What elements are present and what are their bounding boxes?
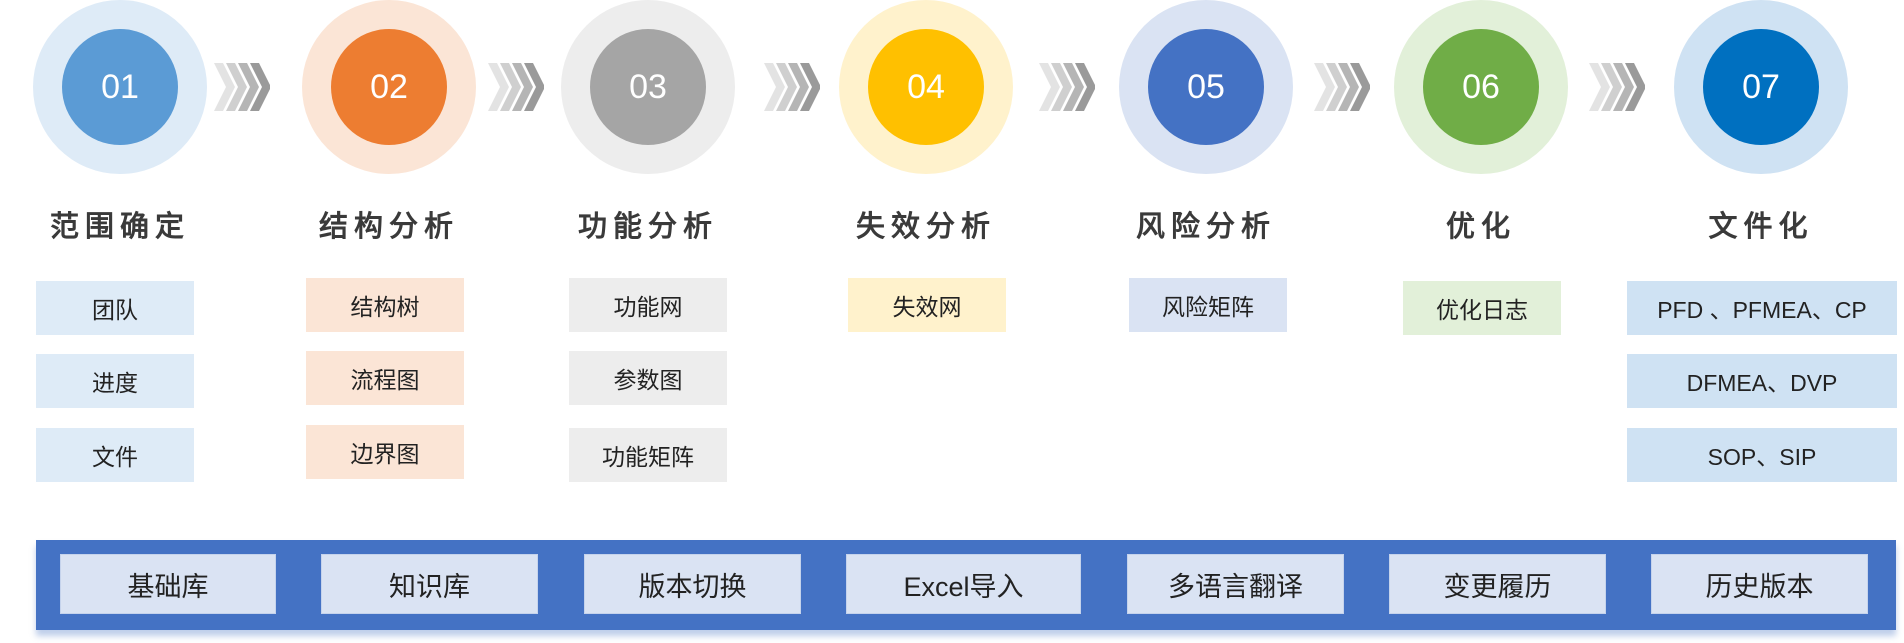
chevron-arrow-icon [1314,63,1370,111]
step-title: 风险分析 [1135,209,1276,243]
chevron-arrow-icon [214,63,270,111]
step-item: 边界图 [306,425,464,479]
step-number-badge: 04 [868,29,984,145]
chevron-segment [1589,63,1610,111]
chevron-arrow-icon [764,63,820,111]
chevron-segment [1350,63,1370,111]
chevron-segment [488,63,509,111]
step-item: 功能矩阵 [569,428,727,482]
step-item: 风险矩阵 [1129,278,1287,332]
chevron-segment [764,63,785,111]
chevron-segment [1613,63,1634,111]
step-title: 功能分析 [577,209,718,243]
tools-bar: 基础库 知识库 版本切换 Excel导入 多语言翻译 变更履历 历史版本 [36,540,1896,630]
chevron-segment [250,63,270,111]
chevron-segment [800,63,820,111]
chevron-segment [1625,63,1645,111]
chevron-segment [1326,63,1347,111]
chevron-segment [1051,63,1072,111]
chevron-arrow-icon [1589,63,1645,111]
step-number-badge: 03 [590,29,706,145]
chevron-segment [1338,63,1359,111]
chevron-segment [214,63,235,111]
step-title: 文件化 [1708,209,1814,243]
tool-excel-import[interactable]: Excel导入 [846,554,1081,614]
step-item: 优化日志 [1403,281,1561,335]
step-item: 功能网 [569,278,727,332]
step-item: SOP、SIP [1627,428,1897,482]
step-item: PFD 、PFMEA、CP [1627,281,1897,335]
step-item: 参数图 [569,351,727,405]
chevron-segment [1063,63,1084,111]
step-item: 团队 [36,281,194,335]
tool-change-history[interactable]: 变更履历 [1389,554,1606,614]
chevron-segment [776,63,797,111]
step-title: 范围确定 [49,209,190,243]
chevron-segment [524,63,544,111]
tool-basic-library[interactable]: 基础库 [60,554,276,614]
tool-history-version[interactable]: 历史版本 [1651,554,1868,614]
step-item: 结构树 [306,278,464,332]
chevron-segment [788,63,809,111]
tool-multilanguage-translation[interactable]: 多语言翻译 [1127,554,1344,614]
step-item: 流程图 [306,351,464,405]
step-item: 文件 [36,428,194,482]
step-title: 结构分析 [318,209,459,243]
step-number-badge: 06 [1423,29,1539,145]
step-number-badge: 05 [1148,29,1264,145]
chevron-segment [1075,63,1095,111]
step-item: 失效网 [848,278,1006,332]
tool-knowledge-library[interactable]: 知识库 [321,554,538,614]
step-number-badge: 01 [62,29,178,145]
chevron-segment [238,63,259,111]
chevron-segment [512,63,533,111]
step-number-badge: 02 [331,29,447,145]
chevron-segment [1601,63,1622,111]
chevron-segment [226,63,247,111]
chevron-arrow-icon [488,63,544,111]
step-number-badge: 07 [1703,29,1819,145]
chevron-segment [1039,63,1060,111]
step-item: DFMEA、DVP [1627,354,1897,408]
step-title: 失效分析 [855,209,996,243]
chevron-arrow-icon [1039,63,1095,111]
chevron-segment [500,63,521,111]
chevron-segment [1314,63,1335,111]
step-title: 优化 [1445,209,1516,243]
step-item: 进度 [36,354,194,408]
tool-version-switch[interactable]: 版本切换 [584,554,801,614]
